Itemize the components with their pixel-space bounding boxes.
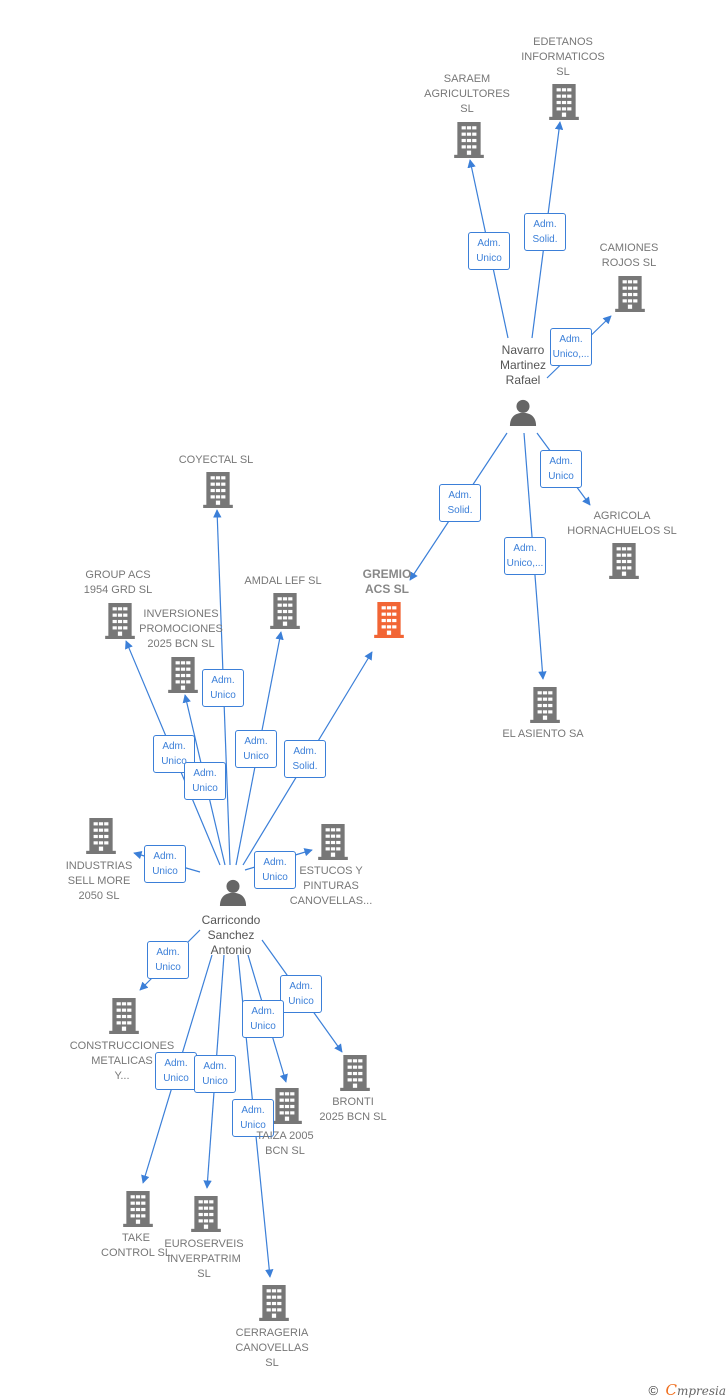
building-icon[interactable]	[168, 657, 198, 693]
building-icon[interactable]	[270, 593, 300, 629]
company-name-inversiones[interactable]: INVERSIONES PROMOCIONES 2025 BCN SL	[139, 608, 223, 650]
building-icon[interactable]	[318, 824, 348, 860]
role-label-take[interactable]: Adm. Unico	[155, 1052, 197, 1090]
person-name-p2[interactable]: Carricondo Sanchez Antonio	[201, 913, 261, 957]
role-label-inversiones[interactable]: Adm. Unico	[184, 762, 226, 800]
building-icon[interactable]	[203, 472, 233, 508]
role-label-gremio[interactable]: Adm. Solid.	[284, 740, 326, 778]
role-label-amdal[interactable]: Adm. Unico	[235, 730, 277, 768]
empresia-logo: Cmpresia	[665, 1381, 726, 1399]
role-label-camiones[interactable]: Adm. Unico,...	[550, 328, 592, 366]
building-icon[interactable]	[86, 818, 116, 854]
copyright-symbol: ©	[648, 1383, 659, 1398]
company-name-asiento[interactable]: EL ASIENTO SA	[502, 728, 584, 740]
person-name-p1[interactable]: Navarro Martinez Rafael	[499, 343, 546, 387]
company-name-amdal[interactable]: AMDAL LEF SL	[244, 575, 322, 587]
person-icon[interactable]	[219, 879, 247, 906]
building-icon[interactable]	[259, 1285, 289, 1321]
role-label-industrias[interactable]: Adm. Unico	[144, 845, 186, 883]
role-label-taiza[interactable]: Adm. Unico	[242, 1000, 284, 1038]
company-name-euroserveis[interactable]: EUROSERVEIS INVERPATRIM SL	[164, 1238, 244, 1280]
company-name-groupacs[interactable]: GROUP ACS 1954 GRD SL	[83, 569, 153, 596]
role-label-saraem[interactable]: Adm. Unico	[468, 232, 510, 270]
company-name-gremio[interactable]: GREMIO ACS SL	[362, 567, 412, 596]
building-icon[interactable]	[530, 687, 560, 723]
building-icon[interactable]	[109, 998, 139, 1034]
company-name-camiones[interactable]: CAMIONES ROJOS SL	[599, 242, 659, 269]
role-label-coyectal[interactable]: Adm. Unico	[202, 669, 244, 707]
building-icon[interactable]	[454, 122, 484, 158]
role-label-estucos[interactable]: Adm. Unico	[254, 851, 296, 889]
role-label-gremio[interactable]: Adm. Solid.	[439, 484, 481, 522]
company-name-take[interactable]: TAKE CONTROL SL	[101, 1232, 171, 1259]
company-name-bronti[interactable]: BRONTI 2025 BCN SL	[319, 1096, 387, 1123]
company-name-construcciones[interactable]: CONSTRUCCIONES METALICAS Y...	[69, 1040, 175, 1082]
building-icon[interactable]	[123, 1191, 153, 1227]
company-name-agricola[interactable]: AGRICOLA HORNACHUELOS SL	[567, 510, 677, 537]
company-name-edetanos[interactable]: EDETANOS INFORMATICOS SL	[521, 36, 605, 78]
company-name-industrias[interactable]: INDUSTRIAS SELL MORE 2050 SL	[65, 860, 133, 902]
building-icon[interactable]	[191, 1196, 221, 1232]
role-label-asiento[interactable]: Adm. Unico,...	[504, 537, 546, 575]
company-name-taiza[interactable]: TAIZA 2005 BCN SL	[256, 1130, 314, 1157]
role-label-bronti[interactable]: Adm. Unico	[280, 975, 322, 1013]
company-name-estucos[interactable]: ESTUCOS Y PINTURAS CANOVELLAS...	[289, 865, 373, 907]
building-icon[interactable]	[374, 602, 404, 638]
building-icon[interactable]	[340, 1055, 370, 1091]
role-label-edetanos[interactable]: Adm. Solid.	[524, 213, 566, 251]
building-icon[interactable]	[609, 543, 639, 579]
role-label-agricola[interactable]: Adm. Unico	[540, 450, 582, 488]
footer-brand[interactable]: © Cmpresia	[648, 1381, 726, 1399]
company-name-cerrageria[interactable]: CERRAGERIA CANOVELLAS SL	[235, 1327, 309, 1369]
role-label-cerrageria[interactable]: Adm. Unico	[232, 1099, 274, 1137]
company-name-saraem[interactable]: SARAEM AGRICULTORES SL	[424, 73, 510, 115]
person-icon[interactable]	[509, 399, 537, 426]
role-label-construcciones[interactable]: Adm. Unico	[147, 941, 189, 979]
role-label-euroserveis[interactable]: Adm. Unico	[194, 1055, 236, 1093]
building-icon[interactable]	[615, 276, 645, 312]
company-name-coyectal[interactable]: COYECTAL SL	[178, 454, 254, 466]
building-icon[interactable]	[549, 84, 579, 120]
